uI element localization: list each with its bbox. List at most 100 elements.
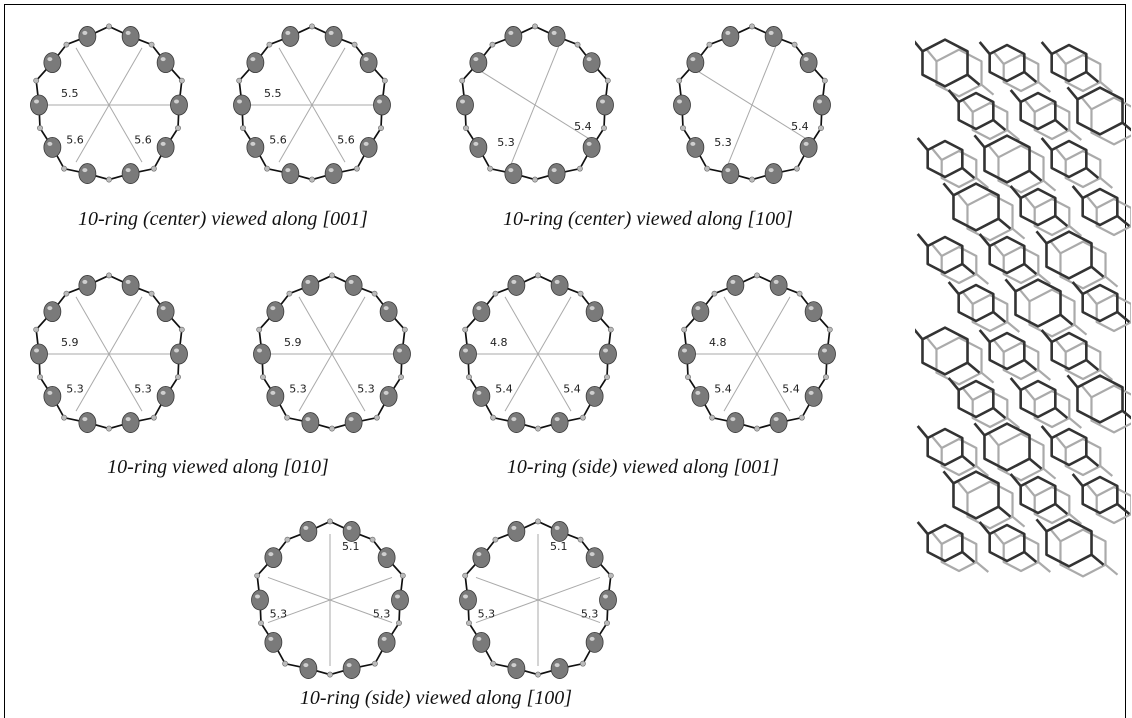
ring-axis-line	[75, 47, 143, 163]
oxygen-atom	[148, 290, 155, 297]
framework-link	[1006, 417, 1021, 429]
framework-link	[1054, 147, 1067, 161]
oxygen-atom	[798, 414, 805, 421]
framework-cage	[1014, 278, 1062, 328]
oxygen-atom	[175, 374, 181, 380]
framework-link	[1116, 311, 1131, 323]
atom-highlight	[377, 99, 382, 104]
ring-caption: 10-ring (center) viewed along [001]	[78, 208, 368, 230]
tetrahedral-atom	[818, 343, 836, 365]
framework-link	[1037, 561, 1052, 573]
atom-highlight	[268, 552, 274, 557]
oxygen-atom	[818, 125, 824, 131]
framework-link	[1004, 278, 1017, 293]
ring-axis-line	[504, 296, 572, 412]
atom-highlight	[34, 99, 39, 104]
atom-highlight	[589, 306, 595, 311]
oxygen-atom	[284, 414, 291, 421]
tetrahedral-atom	[585, 547, 604, 569]
framework-link	[978, 329, 991, 343]
ring-dimension-label: 5.3	[497, 136, 515, 149]
framework-link	[1054, 435, 1067, 449]
framework-link	[1054, 51, 1067, 65]
framework-link	[1080, 384, 1093, 399]
oxygen-atom	[749, 176, 755, 183]
framework-cage	[926, 139, 964, 179]
framework-link	[1011, 515, 1026, 528]
atom-highlight	[255, 594, 260, 599]
framework-cage	[1059, 240, 1107, 290]
ring-atoms	[456, 26, 614, 184]
tetrahedral-atom	[324, 26, 343, 47]
framework-link	[1009, 377, 1022, 391]
framework-link	[1068, 129, 1083, 141]
oxygen-atom	[490, 414, 497, 421]
ring-dimension-label: 5.5	[61, 87, 79, 100]
atom-highlight	[808, 390, 814, 395]
ring-dimension-label: 5.4	[791, 120, 809, 133]
oxygen-atom	[369, 536, 376, 543]
atom-highlight	[270, 306, 276, 311]
framework-link	[1071, 185, 1084, 199]
framework-link	[1099, 177, 1114, 189]
ring-dimension-label: 5.4	[574, 120, 592, 133]
atom-highlight	[47, 141, 53, 146]
atom-highlight	[125, 168, 131, 173]
oxygen-atom	[601, 125, 607, 131]
atom-highlight	[174, 99, 179, 104]
tetrahedral-atom	[691, 301, 710, 323]
framework-cage	[988, 523, 1026, 563]
tetrahedral-atom	[550, 275, 569, 296]
oxygen-atom	[462, 326, 469, 333]
framework-link	[1066, 374, 1079, 389]
framework-cage	[966, 192, 1014, 242]
tetrahedral-atom	[342, 658, 361, 679]
oxygen-atom	[681, 326, 688, 333]
framework-cage	[926, 523, 964, 563]
framework-cage	[957, 379, 995, 419]
atom-highlight	[511, 663, 517, 668]
tetrahedral-atom	[726, 275, 745, 296]
tetrahedral-atom	[344, 412, 363, 433]
atom-highlight	[268, 636, 274, 641]
oxygen-atom	[175, 125, 181, 131]
atom-highlight	[600, 99, 605, 104]
atom-highlight	[250, 57, 256, 62]
framework-link	[1049, 240, 1062, 255]
oxygen-atom	[704, 165, 711, 172]
atom-highlight	[285, 30, 291, 35]
framework-cage	[935, 48, 983, 98]
framework-link	[961, 455, 976, 467]
tetrahedral-atom	[377, 547, 396, 569]
ring-dimension-label: 5.1	[342, 540, 360, 553]
tetrahedral-atom	[769, 412, 788, 433]
tetrahedral-atom	[764, 163, 783, 184]
framework-link	[930, 243, 943, 257]
ring-dimension-label: 5.3	[357, 383, 375, 396]
atom-highlight	[589, 552, 595, 557]
oxygen-atom	[466, 620, 472, 626]
oxygen-atom	[373, 414, 380, 421]
atom-highlight	[725, 168, 731, 173]
ring-atoms	[30, 275, 188, 433]
atom-highlight	[346, 663, 352, 668]
atom-highlight	[47, 57, 53, 62]
atom-highlight	[586, 57, 592, 62]
atom-highlight	[383, 306, 389, 311]
atom-highlight	[328, 30, 334, 35]
framework-layer	[915, 38, 1131, 568]
oxygen-atom	[286, 290, 293, 297]
framework-link	[961, 387, 974, 401]
ring-dimension-label: 5.5	[264, 87, 282, 100]
framework-link	[1099, 465, 1114, 477]
tetrahedral-atom	[547, 163, 566, 184]
framework-link	[1023, 99, 1036, 113]
ring-atoms	[233, 26, 391, 184]
atom-highlight	[463, 594, 468, 599]
ring-bonds	[33, 272, 185, 432]
atom-highlight	[511, 525, 517, 530]
framework-link	[997, 505, 1012, 518]
tetrahedral-atom	[507, 275, 526, 296]
ring-dimension-label: 5.6	[269, 134, 287, 147]
